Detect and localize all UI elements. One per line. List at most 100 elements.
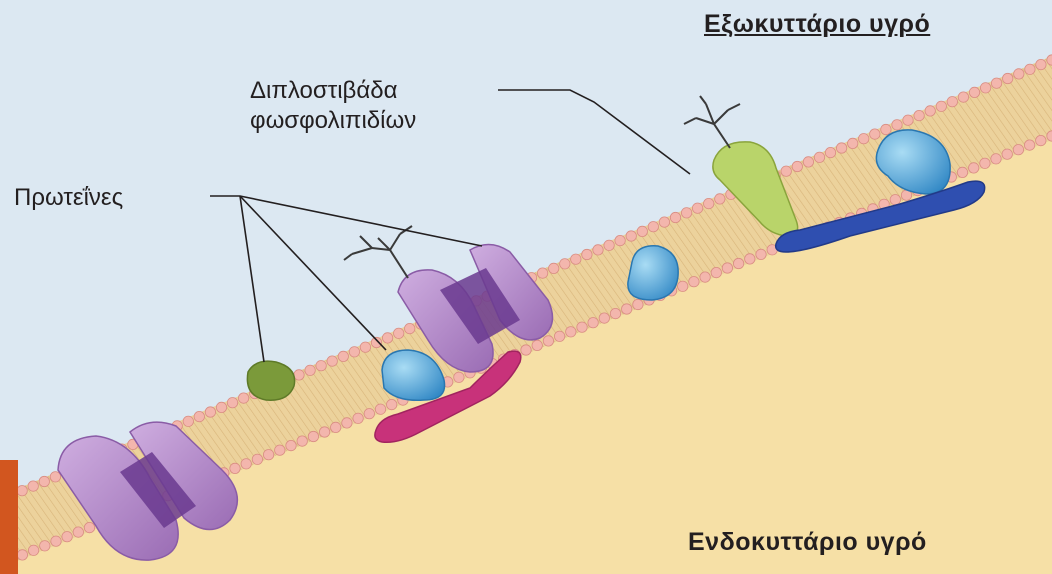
lipid-head-inner: [577, 322, 587, 332]
lipid-head-outer: [1025, 64, 1035, 74]
lipid-head-outer: [360, 342, 370, 352]
lipid-head-inner: [756, 249, 766, 259]
lipid-head-outer: [1014, 69, 1024, 79]
lipid-head-inner: [554, 331, 564, 341]
lipid-head-outer: [394, 328, 404, 338]
lipid-head-outer: [881, 124, 891, 134]
lipid-head-inner: [275, 445, 285, 455]
lipid-head-outer: [316, 361, 326, 371]
lipid-head-outer: [405, 323, 415, 333]
lipid-head-outer: [50, 472, 60, 482]
lipid-head-outer: [238, 393, 248, 403]
lipid-head-outer: [39, 476, 49, 486]
lipid-head-inner: [532, 340, 542, 350]
lipid-head-inner: [566, 327, 576, 337]
lipid-head-outer: [637, 226, 647, 236]
lipid-head-inner: [543, 336, 553, 346]
lipid-head-outer: [537, 268, 547, 278]
lipid-head-inner: [599, 313, 609, 323]
lipid-head-outer: [947, 97, 957, 107]
green-protein-small: [247, 361, 294, 400]
lipid-head-inner: [319, 427, 329, 437]
lipid-head-inner: [1002, 149, 1012, 159]
lipid-head-outer: [1036, 59, 1046, 69]
lipid-head-outer: [670, 212, 680, 222]
lipid-head-inner: [263, 450, 273, 460]
lipid-head-outer: [549, 263, 559, 273]
lipid-head-outer: [792, 161, 802, 171]
lipid-head-outer: [814, 152, 824, 162]
lipid-head-inner: [454, 372, 464, 382]
lipid-head-outer: [28, 481, 38, 491]
phospholipid-bilayer-label: Διπλοστιβάδα φωσφολιπιδίων: [250, 76, 416, 136]
slide-accent-bar: [0, 460, 18, 574]
lipid-head-inner: [241, 459, 251, 469]
lipid-head-outer: [836, 143, 846, 153]
lipid-head-inner: [622, 304, 632, 314]
lipid-head-outer: [571, 254, 581, 264]
lipid-head-inner: [51, 536, 61, 546]
lipid-head-outer: [870, 129, 880, 139]
lipid-head-inner: [733, 258, 743, 268]
lipid-head-inner: [297, 436, 307, 446]
lipid-head-inner: [17, 550, 27, 560]
lipid-head-inner: [73, 527, 83, 537]
lipid-head-outer: [925, 106, 935, 116]
blue-protein-embedded: [628, 246, 678, 300]
lipid-head-outer: [615, 235, 625, 245]
lipid-head-outer: [980, 83, 990, 93]
lipid-head-inner: [308, 431, 318, 441]
lipid-head-inner: [700, 272, 710, 282]
lipid-head-inner: [957, 167, 967, 177]
lipid-head-outer: [825, 147, 835, 157]
lipid-head-inner: [84, 522, 94, 532]
lipid-head-inner: [890, 195, 900, 205]
lipid-head-outer: [194, 411, 204, 421]
lipid-head-inner: [342, 418, 352, 428]
lipid-head-outer: [338, 351, 348, 361]
lipid-head-outer: [892, 120, 902, 130]
lipid-head-outer: [803, 157, 813, 167]
lipid-head-outer: [183, 416, 193, 426]
lipid-head-outer: [593, 245, 603, 255]
lipid-head-outer: [969, 87, 979, 97]
proteins-label: Πρωτεΐνες: [14, 184, 123, 212]
lipid-head-outer: [704, 198, 714, 208]
lipid-head-inner: [521, 345, 531, 355]
lipid-head-outer: [715, 194, 725, 204]
lipid-head-outer: [859, 134, 869, 144]
extracellular-fluid-label: Εξωκυττάριο υγρό: [704, 10, 930, 39]
lipid-head-outer: [17, 486, 27, 496]
lipid-head-outer: [958, 92, 968, 102]
lipid-head-inner: [1024, 140, 1034, 150]
lipid-head-outer: [604, 240, 614, 250]
lipid-head-inner: [991, 154, 1001, 164]
lipid-head-inner: [678, 281, 688, 291]
lipid-head-outer: [848, 138, 858, 148]
lipid-head-inner: [252, 454, 262, 464]
lipid-head-inner: [62, 532, 72, 542]
lipid-head-outer: [692, 203, 702, 213]
phospholipid-bilayer-label-line1: Διπλοστιβάδα: [250, 76, 416, 106]
lipid-head-outer: [1003, 73, 1013, 83]
lipid-head-inner: [387, 399, 397, 409]
lipid-head-outer: [227, 398, 237, 408]
lipid-head-outer: [936, 101, 946, 111]
lipid-head-inner: [711, 267, 721, 277]
lipid-head-outer: [648, 222, 658, 232]
lipid-head-outer: [382, 333, 392, 343]
lipid-head-inner: [1013, 145, 1023, 155]
lipid-head-outer: [681, 208, 691, 218]
lipid-head-inner: [588, 318, 598, 328]
lipid-head-inner: [610, 308, 620, 318]
intracellular-fluid-label: Ενδοκυττάριο υγρό: [688, 528, 927, 557]
lipid-head-inner: [1036, 135, 1046, 145]
lipid-head-inner: [40, 541, 50, 551]
lipid-head-inner: [286, 440, 296, 450]
lipid-head-outer: [294, 370, 304, 380]
lipid-head-outer: [659, 217, 669, 227]
lipid-head-inner: [722, 263, 732, 273]
lipid-head-outer: [349, 347, 359, 357]
lipid-head-inner: [375, 404, 385, 414]
